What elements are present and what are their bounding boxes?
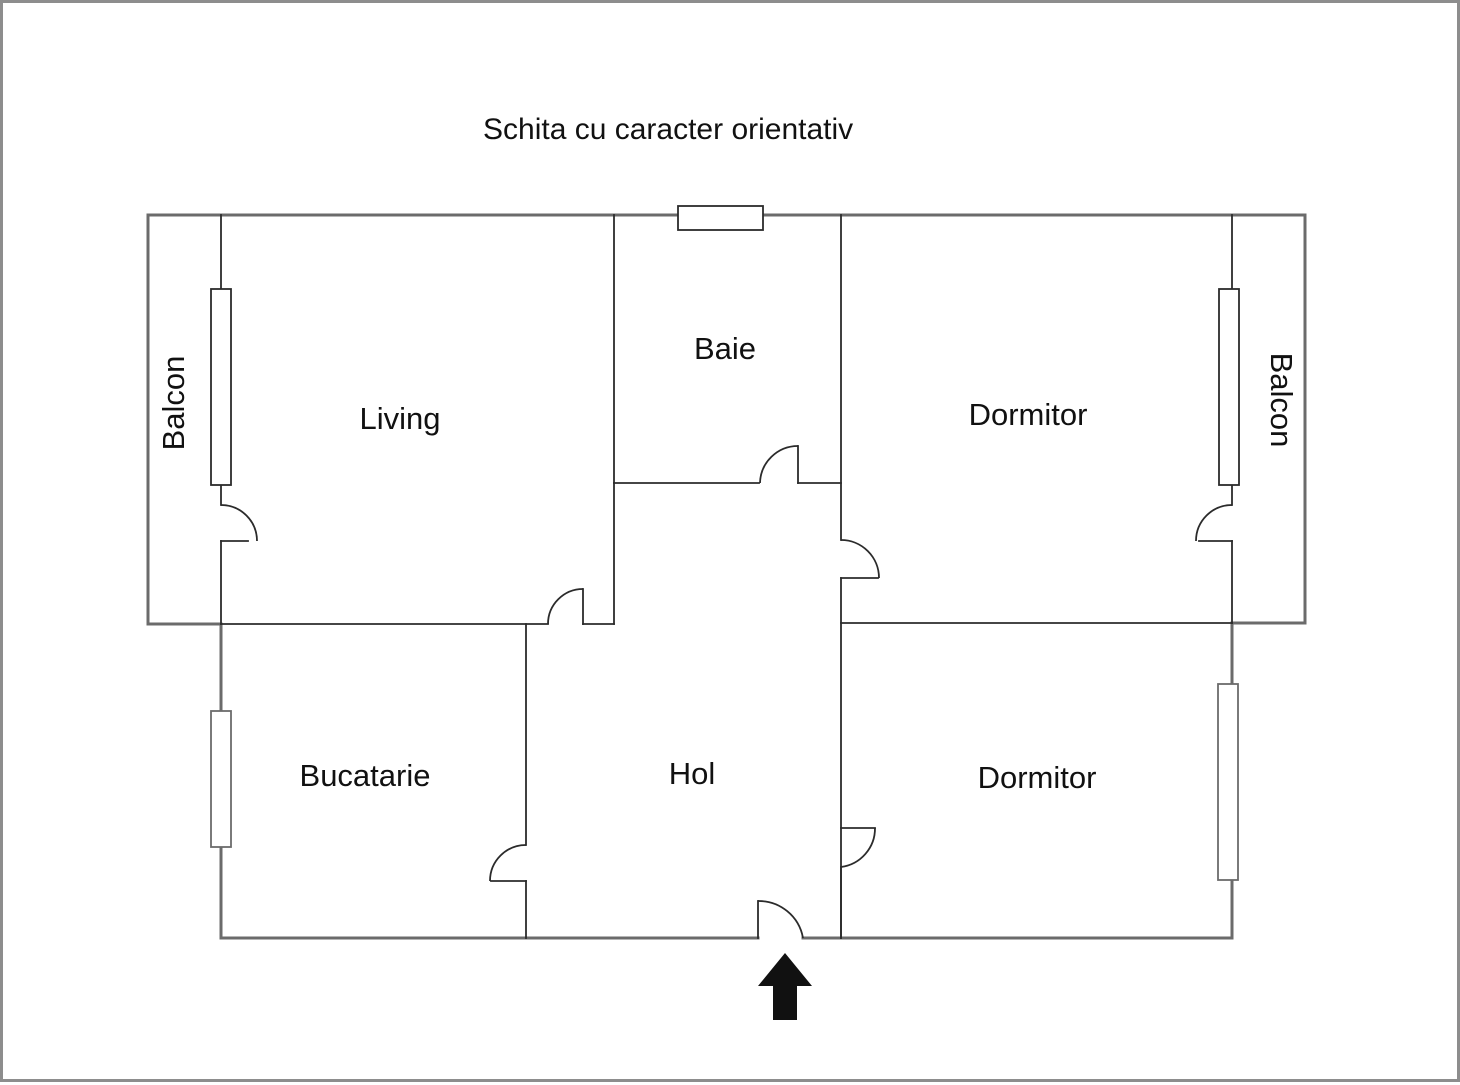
window-top-baie	[677, 205, 764, 231]
room-label-dormitor-top: Dormitor	[969, 397, 1088, 432]
windows	[210, 205, 1240, 881]
room-label-bucatarie: Bucatarie	[300, 758, 431, 793]
door-dormitor-bot-hol	[840, 827, 876, 868]
room-label-baie: Baie	[694, 331, 756, 366]
door-living-hol	[547, 588, 584, 625]
door-bucatarie-hol	[489, 844, 527, 882]
door-dormitor-top-hol	[840, 539, 880, 579]
window-bucatarie	[210, 710, 232, 848]
door-balcon-left	[220, 504, 258, 542]
window-dormitor-bot	[1217, 683, 1239, 881]
door-entrance	[757, 900, 804, 939]
room-label-hol: Hol	[669, 756, 716, 791]
room-label-dormitor-bot: Dormitor	[978, 760, 1097, 795]
interior-walls	[220, 214, 1233, 939]
door-balcon-right	[1195, 504, 1233, 542]
room-label-balcon-right: Balcon	[1264, 353, 1299, 448]
page-title: Schita cu caracter orientativ	[483, 113, 853, 146]
room-label-balcon-left: Balcon	[156, 356, 191, 451]
outer-walls	[146, 213, 1307, 940]
window-balcon-right	[1218, 288, 1240, 486]
window-balcon-left	[210, 288, 232, 486]
floor-plan-drawing: Schita cu caracter orientativ	[146, 113, 1307, 1020]
room-label-living: Living	[360, 401, 441, 436]
room-labels: Balcon Living Baie Dormitor Balcon Bucat…	[156, 331, 1299, 795]
door-baie-hol	[759, 445, 799, 484]
entrance-arrow-up	[758, 953, 812, 1020]
doors	[220, 445, 1233, 939]
